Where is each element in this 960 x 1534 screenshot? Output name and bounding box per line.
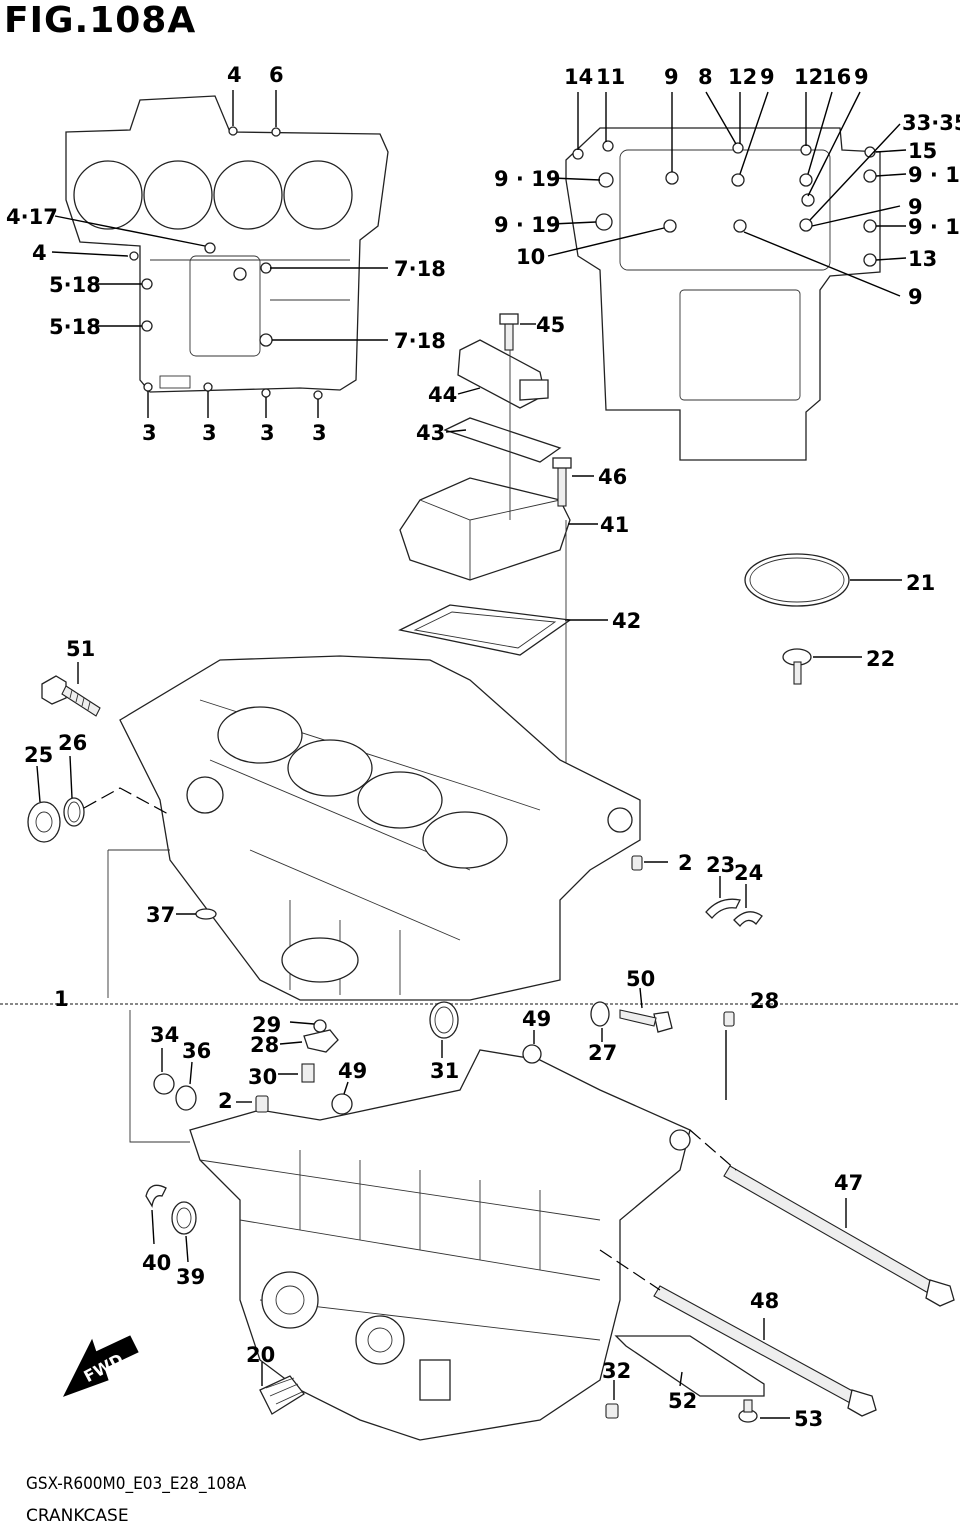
callout-15: 15 (908, 139, 937, 163)
callout-2: 2 (218, 1089, 233, 1113)
upper-case-top-view (51, 90, 389, 418)
callout-9-19: 9 · 19 (908, 163, 960, 187)
callout-9-19: 9 · 19 (494, 213, 560, 237)
callout-29: 29 (252, 1013, 281, 1037)
callout-6: 6 (269, 63, 284, 87)
breather-cover-assembly (398, 313, 608, 770)
callout-1: 1 (54, 987, 69, 1011)
callout-47: 47 (834, 1171, 863, 1195)
callout-32: 32 (602, 1359, 631, 1383)
callout-45: 45 (536, 313, 565, 337)
callout-9: 9 (854, 65, 869, 89)
callout-24: 24 (734, 861, 763, 885)
callout-3: 3 (260, 421, 275, 445)
bracket-and-plugs (259, 1335, 790, 1423)
callout-46: 46 (598, 465, 627, 489)
callout-14: 14 (564, 65, 593, 89)
callout-33-35: 33·35 (902, 111, 960, 135)
diagram-code: GSX-R600M0_E03_E28_108A (26, 1474, 247, 1494)
callout-labels: 4 6 4·17 4 5·18 5·18 7·18 7·18 3 3 3 3 1… (6, 63, 960, 1431)
callout-9: 9 (664, 65, 679, 89)
callout-37: 37 (146, 903, 175, 927)
callout-51: 51 (66, 637, 95, 661)
callout-44: 44 (428, 383, 457, 407)
callout-28: 28 (750, 989, 779, 1013)
callout-2: 2 (678, 851, 693, 875)
upper-small-parts (107, 849, 763, 998)
callout-12: 12 (794, 65, 823, 89)
callout-4-17: 4·17 (6, 205, 58, 229)
upper-crankcase (119, 655, 641, 1001)
callout-41: 41 (600, 513, 629, 537)
callout-22: 22 (866, 647, 895, 671)
callout-8: 8 (698, 65, 713, 89)
callout-10: 10 (516, 245, 545, 269)
callout-43: 43 (416, 421, 445, 445)
callout-23: 23 (706, 853, 735, 877)
callout-9-19: 9 · 19 (908, 215, 960, 239)
o-ring-and-bolt (744, 553, 902, 685)
callout-30: 30 (248, 1065, 277, 1089)
callout-9-19: 9 · 19 (494, 167, 560, 191)
callout-36: 36 (182, 1039, 211, 1063)
lower-small-parts (129, 987, 735, 1263)
callout-3: 3 (142, 421, 157, 445)
callout-5-18: 5·18 (49, 273, 101, 297)
lower-crankcase (189, 1049, 691, 1441)
callout-34: 34 (150, 1023, 179, 1047)
callout-21: 21 (906, 571, 935, 595)
callout-53: 53 (794, 1407, 823, 1431)
callout-5-18: 5·18 (49, 315, 101, 339)
callout-12: 12 (728, 65, 757, 89)
lower-case-bottom-view (547, 91, 907, 461)
callout-20: 20 (246, 1343, 275, 1367)
callout-48: 48 (750, 1289, 779, 1313)
callout-49: 49 (522, 1007, 551, 1031)
callout-27: 27 (588, 1041, 617, 1065)
callout-11: 11 (596, 65, 625, 89)
callout-52: 52 (668, 1389, 697, 1413)
callout-39: 39 (176, 1265, 205, 1289)
callout-31: 31 (430, 1059, 459, 1083)
callout-3: 3 (202, 421, 217, 445)
callout-49: 49 (338, 1059, 367, 1083)
fwd-arrow: FWD (62, 1335, 139, 1397)
callout-7-18: 7·18 (394, 329, 446, 353)
diagram-name: CRANKCASE (26, 1506, 129, 1526)
callout-16: 16 (822, 65, 851, 89)
callout-4: 4 (32, 241, 47, 265)
figure-title: FIG.108A (4, 0, 197, 41)
left-side-fasteners (27, 662, 171, 843)
callout-3: 3 (312, 421, 327, 445)
callout-7-18: 7·18 (394, 257, 446, 281)
callout-26: 26 (58, 731, 87, 755)
callout-25: 25 (24, 743, 53, 767)
callout-28: 28 (250, 1033, 279, 1057)
callout-50: 50 (626, 967, 655, 991)
callout-9: 9 (908, 195, 923, 219)
callout-42: 42 (612, 609, 641, 633)
callout-4: 4 (227, 63, 242, 87)
long-bolts (599, 1129, 955, 1417)
callout-13: 13 (908, 247, 937, 271)
callout-40: 40 (142, 1251, 171, 1275)
callout-9: 9 (760, 65, 775, 89)
callout-9: 9 (908, 285, 923, 309)
